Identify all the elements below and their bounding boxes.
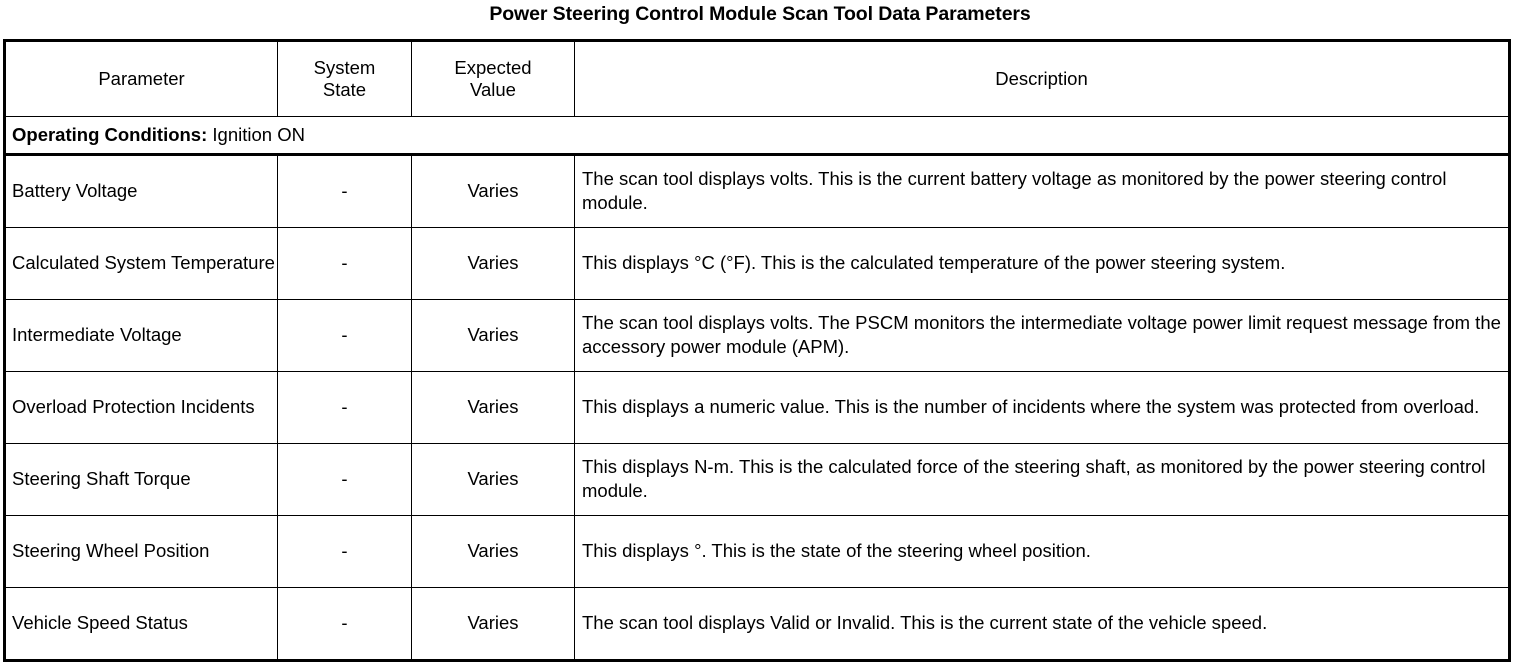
column-header-expected-value-line2: Value <box>470 78 516 100</box>
cell-system-state: - <box>277 442 412 516</box>
table-header: Parameter System State Expected Value De… <box>4 39 1510 117</box>
table-row: Steering Shaft Torque - Varies This disp… <box>4 442 1510 516</box>
cell-system-state: - <box>277 298 412 372</box>
cell-description: The scan tool displays volts. The PSCM m… <box>574 298 1510 372</box>
table-row: Intermediate Voltage - Varies The scan t… <box>4 298 1510 372</box>
column-header-expected-value-line1: Expected <box>454 56 532 78</box>
column-header-system-state-line1: System <box>313 56 376 78</box>
cell-parameter: Vehicle Speed Status <box>4 586 278 660</box>
cell-expected-value: Varies <box>411 586 575 660</box>
cell-system-state: - <box>277 153 412 228</box>
header-row: Parameter System State Expected Value De… <box>4 39 1510 117</box>
page-title: Power Steering Control Module Scan Tool … <box>489 3 1031 25</box>
cell-parameter: Steering Wheel Position <box>4 514 278 588</box>
cell-parameter: Intermediate Voltage <box>4 298 278 372</box>
column-header-description: Description <box>574 39 1510 117</box>
cell-system-state: - <box>277 586 412 660</box>
cell-description: This displays °. This is the state of th… <box>574 514 1510 588</box>
cell-system-state: - <box>277 226 412 300</box>
cell-expected-value: Varies <box>411 226 575 300</box>
cell-parameter: Calculated System Temperature <box>4 226 278 300</box>
cell-description: This displays N-m. This is the calculate… <box>574 442 1510 516</box>
table-row: Overload Protection Incidents - Varies T… <box>4 370 1510 444</box>
table-row: Vehicle Speed Status - Varies The scan t… <box>4 586 1510 660</box>
cell-system-state: - <box>277 370 412 444</box>
cell-parameter: Overload Protection Incidents <box>4 370 278 444</box>
table-row: Battery Voltage - Varies The scan tool d… <box>4 153 1510 228</box>
operating-conditions-label: Operating Conditions: <box>12 123 208 145</box>
scan-tool-data-table: Parameter System State Expected Value De… <box>3 38 1511 662</box>
operating-conditions-value: Ignition ON <box>212 123 305 145</box>
table-row: Calculated System Temperature - Varies T… <box>4 226 1510 300</box>
column-header-expected-value: Expected Value <box>411 39 575 117</box>
cell-expected-value: Varies <box>411 370 575 444</box>
cell-parameter: Steering Shaft Torque <box>4 442 278 516</box>
cell-description: The scan tool displays Valid or Invalid.… <box>574 586 1510 660</box>
table-body: Operating Conditions: Ignition ON Batter… <box>4 115 1510 660</box>
operating-conditions-row: Operating Conditions: Ignition ON <box>4 115 1510 156</box>
column-header-system-state-line2: State <box>322 78 367 100</box>
cell-expected-value: Varies <box>411 442 575 516</box>
column-header-parameter: Parameter <box>4 39 278 117</box>
table-row: Steering Wheel Position - Varies This di… <box>4 514 1510 588</box>
cell-parameter: Battery Voltage <box>4 153 278 228</box>
cell-description: This displays °C (°F). This is the calcu… <box>574 226 1510 300</box>
operating-conditions-cell: Operating Conditions: Ignition ON <box>4 115 1510 156</box>
cell-expected-value: Varies <box>411 514 575 588</box>
column-header-system-state: System State <box>277 39 412 117</box>
cell-system-state: - <box>277 514 412 588</box>
cell-description: This displays a numeric value. This is t… <box>574 370 1510 444</box>
cell-expected-value: Varies <box>411 298 575 372</box>
cell-expected-value: Varies <box>411 153 575 228</box>
cell-description: The scan tool displays volts. This is th… <box>574 153 1510 228</box>
